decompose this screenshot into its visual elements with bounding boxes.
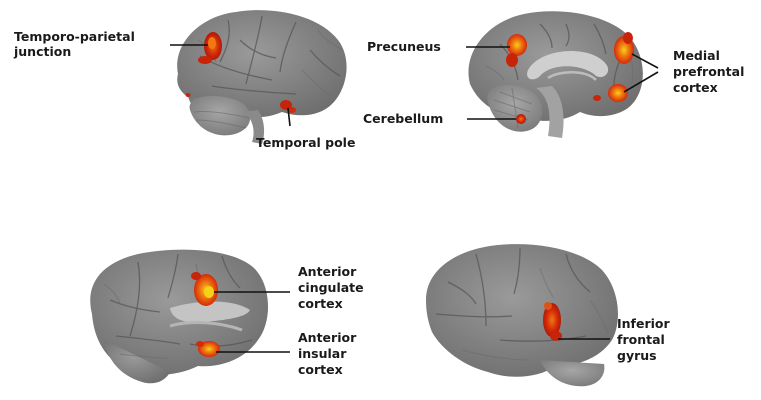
label-tpj-line2: junction — [13, 44, 71, 59]
label-aic-line3: cortex — [298, 362, 343, 377]
label-acc-line1: Anterior — [298, 264, 357, 279]
label-aic-line2: insular — [298, 346, 347, 361]
label-mpfc-line3: cortex — [673, 80, 718, 95]
label-cerebellum: Cerebellum — [363, 111, 443, 126]
label-acc-line3: cortex — [298, 296, 343, 311]
label-ifg-line3: gyrus — [617, 348, 657, 363]
label-ifg-line2: frontal — [617, 332, 665, 347]
label-ifg-line1: Inferior — [617, 316, 671, 331]
label-mpfc-line1: Medial — [673, 48, 720, 63]
label-acc-line2: cingulate — [298, 280, 364, 295]
label-tpj-line1: Temporo-parietal — [14, 29, 135, 44]
brain-lateral-top-left — [177, 10, 346, 144]
brain-lateral-bottom-right — [426, 244, 618, 386]
label-precuneus: Precuneus — [367, 39, 441, 54]
brain-insula-bottom-left — [90, 250, 268, 384]
label-mpfc-line2: prefrontal — [673, 64, 744, 79]
label-aic-line1: Anterior — [298, 330, 357, 345]
label-temporal-pole: Temporal pole — [256, 135, 355, 150]
